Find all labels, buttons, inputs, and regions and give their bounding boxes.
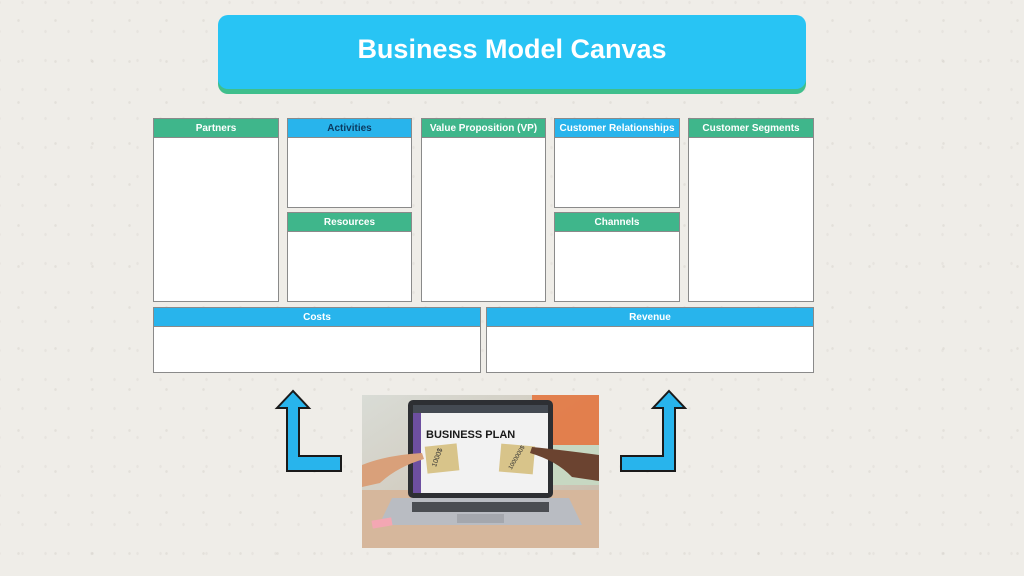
title-banner: Business Model Canvas	[218, 15, 806, 89]
customer-segments-header: Customer Segments	[688, 118, 814, 138]
customer-relationships-label: Customer Relationships	[559, 122, 675, 134]
partners-box: Partners	[153, 118, 279, 302]
channels-label: Channels	[594, 216, 640, 228]
revenue-header: Revenue	[486, 307, 814, 327]
revenue-box: Revenue	[486, 307, 814, 373]
activities-box: Activities	[287, 118, 412, 208]
customer-segments-label: Customer Segments	[702, 122, 800, 134]
arrow-up-right-icon	[620, 389, 688, 472]
activities-label: Activities	[327, 122, 372, 134]
costs-header: Costs	[153, 307, 481, 327]
costs-label: Costs	[303, 311, 331, 323]
resources-header: Resources	[287, 212, 412, 232]
customer-relationships-box: Customer Relationships	[554, 118, 680, 208]
arrow-up-left-icon	[274, 389, 342, 472]
value-proposition-label: Value Proposition (VP)	[429, 122, 538, 134]
partners-header: Partners	[153, 118, 279, 138]
customer-relationships-header: Customer Relationships	[554, 118, 680, 138]
laptop-illustration: BUSINESS PLAN 1000$ 1000000$	[362, 395, 599, 548]
value-proposition-header: Value Proposition (VP)	[421, 118, 546, 138]
resources-label: Resources	[323, 216, 376, 228]
revenue-label: Revenue	[629, 311, 671, 323]
customer-segments-box: Customer Segments	[688, 118, 814, 302]
channels-header: Channels	[554, 212, 680, 232]
channels-box: Channels	[554, 212, 680, 302]
partners-label: Partners	[195, 122, 237, 134]
screen-text: BUSINESS PLAN	[426, 429, 515, 441]
business-plan-photo: BUSINESS PLAN 1000$ 1000000$	[362, 395, 599, 548]
costs-box: Costs	[153, 307, 481, 373]
value-proposition-box: Value Proposition (VP)	[421, 118, 546, 302]
resources-box: Resources	[287, 212, 412, 302]
page-title: Business Model Canvas	[357, 33, 667, 64]
activities-header: Activities	[287, 118, 412, 138]
